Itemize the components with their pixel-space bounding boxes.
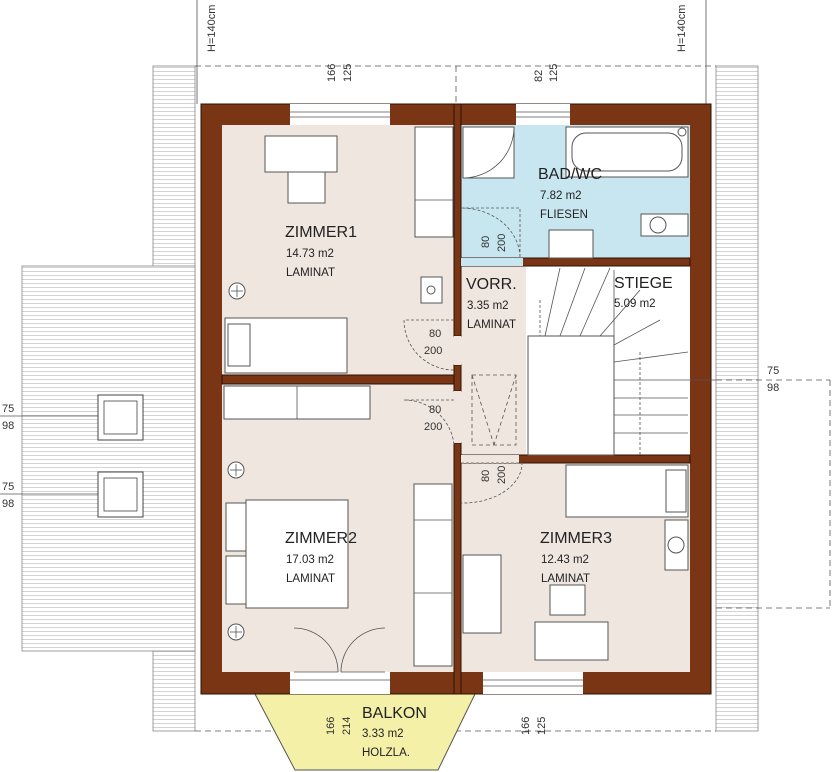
skylight-1-height: 98 [2, 420, 14, 432]
door-80-zimmer2: 80 [429, 404, 441, 416]
skylight-2-width: 75 [2, 481, 14, 493]
dim-125-top: 125 [342, 64, 354, 82]
skylight-2 [97, 471, 144, 518]
dim-82-top: 82 [533, 70, 545, 82]
zimmer3-area: 12.43 m2 [541, 554, 589, 566]
zimmer2-area: 17.03 m2 [286, 554, 334, 566]
skylight-3-height: 98 [767, 382, 779, 394]
skylight-1-width: 75 [2, 403, 14, 415]
stiege-area: 5.09 m2 [614, 298, 656, 310]
roof-right [715, 65, 759, 732]
dim-window-height-right: H=140cm [676, 5, 688, 52]
roof-left [21, 65, 196, 732]
zimmer2-name: ZIMMER2 [285, 530, 357, 547]
vorr-area: 3.35 m2 [467, 300, 509, 312]
vorr-floor: LAMINAT [467, 319, 516, 331]
dim-214-bottom: 214 [341, 717, 353, 735]
staircase [527, 267, 716, 456]
bad-floor: FLIESEN [540, 209, 588, 221]
balkon-name: BALKON [362, 705, 427, 722]
zimmer1-name: ZIMMER1 [285, 224, 357, 241]
door-80-bad: 80 [480, 236, 492, 248]
dim-166-bottom: 166 [325, 717, 337, 735]
stiege-name: STIEGE [614, 275, 673, 292]
door-200-zimmer3: 200 [496, 466, 508, 484]
dim-125-bottom-2: 125 [536, 717, 548, 735]
dim-166-bottom-2: 166 [520, 717, 532, 735]
zimmer3-name: ZIMMER3 [540, 530, 612, 547]
balkon-floor: HOLZLA. [362, 747, 410, 759]
skylight-1 [97, 394, 144, 441]
zimmer2-floor: LAMINAT [286, 573, 335, 585]
skylight-2-height: 98 [2, 498, 14, 510]
vorr-name: VORR. [466, 276, 517, 293]
door-80-zimmer3: 80 [480, 470, 492, 482]
balkon-area: 3.33 m2 [362, 728, 404, 740]
door-200-zimmer2: 200 [424, 421, 442, 433]
dim-125-top-2: 125 [548, 64, 560, 82]
bad-name: BAD/WC [538, 166, 602, 183]
zimmer1-floor: LAMINAT [286, 267, 335, 279]
door-200-zimmer1: 200 [424, 345, 442, 357]
door-200-bad: 200 [496, 234, 508, 252]
dim-166-top: 166 [326, 64, 338, 82]
zimmer1-area: 14.73 m2 [286, 248, 334, 260]
skylight-3-width: 75 [767, 365, 779, 377]
vorr-floor [461, 266, 526, 455]
dim-window-height-left: H=140cm [206, 5, 218, 52]
door-80-zimmer1: 80 [429, 328, 441, 340]
zimmer3-floor: LAMINAT [541, 573, 590, 585]
bad-area: 7.82 m2 [540, 190, 582, 202]
